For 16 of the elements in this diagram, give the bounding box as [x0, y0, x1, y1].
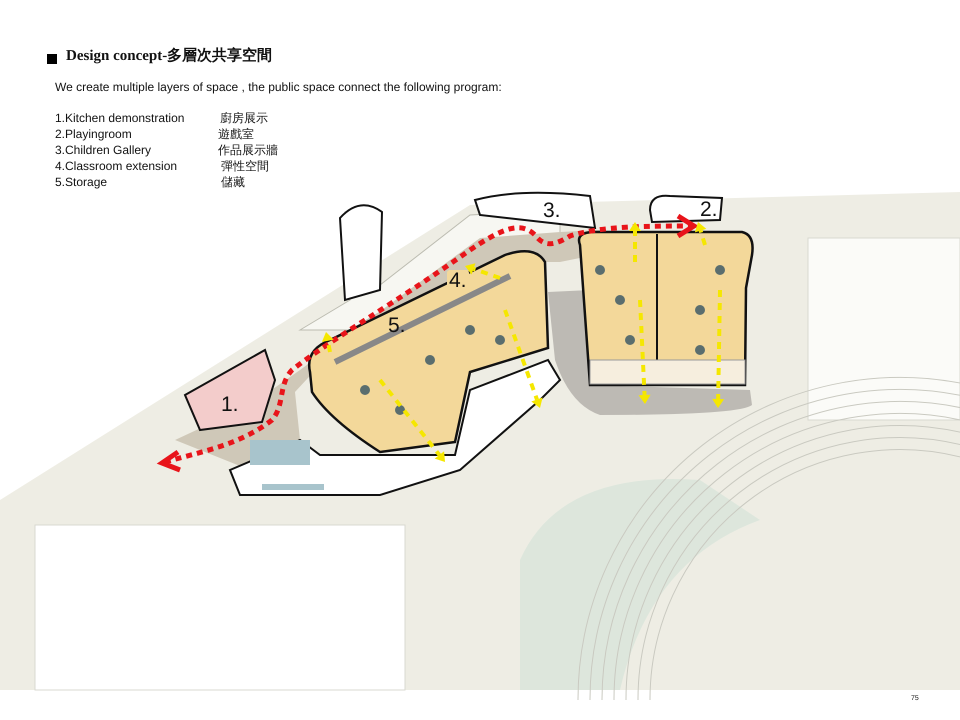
program-item: 1.Kitchen demonstration — [55, 112, 184, 126]
program-item: 2.Playingroom — [55, 128, 132, 142]
program-item: 儲藏 — [221, 176, 245, 190]
program-item: 廚房展示 — [220, 112, 268, 126]
intro-text: We create multiple layers of space , the public space connect the following program: — [55, 81, 502, 95]
program-item: 作品展示牆 — [218, 144, 278, 158]
callout-number: 5. — [388, 314, 406, 338]
program-item: 3.Children Gallery — [55, 144, 152, 158]
callout-number: 3. — [543, 199, 561, 224]
program-item: 5.Storage — [55, 176, 108, 190]
program-item: 遊戲室 — [218, 128, 254, 142]
heading: Design concept-多層次共享空間 — [66, 48, 272, 66]
callout-number: 2. — [700, 198, 718, 222]
callout-number: 1. — [221, 393, 239, 418]
program-item: 彈性空間 — [221, 160, 269, 174]
program-item: 4.Classroom extension — [55, 160, 178, 174]
